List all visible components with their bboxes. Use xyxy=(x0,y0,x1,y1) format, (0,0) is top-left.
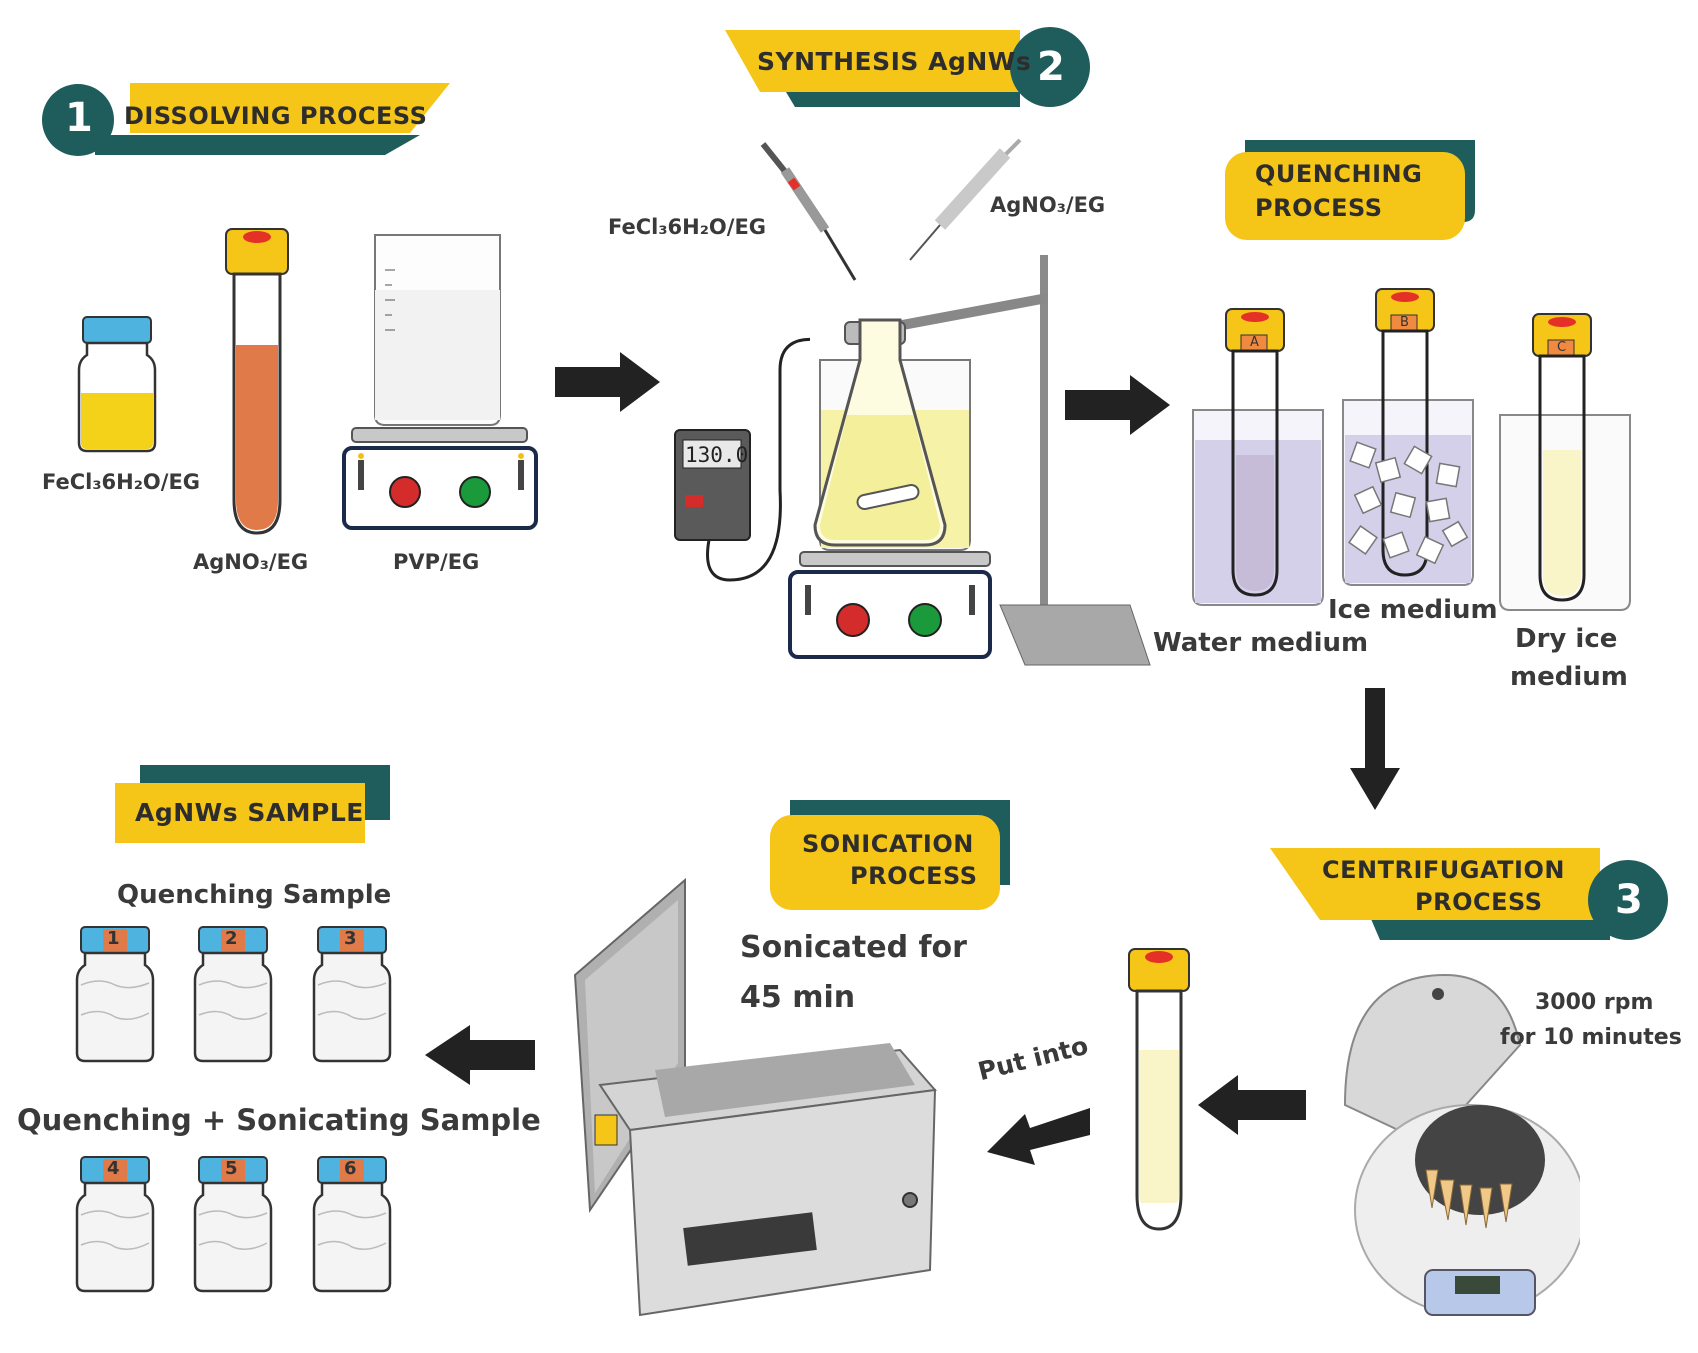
centrifuge-speed-2: for 10 minutes xyxy=(1500,1025,1682,1050)
arrow-centrifuge-to-tube xyxy=(1198,1075,1306,1135)
water-medium-label: Water medium xyxy=(1153,628,1369,658)
quenching-sample-label: Quenching Sample xyxy=(117,880,392,910)
arrow-tube-to-sonicator xyxy=(987,1108,1090,1165)
sonication-banner xyxy=(770,800,1010,910)
pvp-hotplate xyxy=(342,234,538,530)
centrifuged-tube xyxy=(1128,948,1190,1231)
sample-title: AgNWs SAMPLE xyxy=(135,798,364,827)
vial-1-number: 1 xyxy=(107,928,120,949)
vial-2-number: 2 xyxy=(225,928,238,949)
arrow-2-to-quench xyxy=(1065,375,1170,435)
step3-banner xyxy=(1270,848,1668,940)
agno-label: AgNO₃/EG xyxy=(193,550,309,574)
dry-ice-label-1: Dry ice xyxy=(1515,624,1618,654)
sample-vial-5 xyxy=(193,1156,273,1293)
step1-number: 1 xyxy=(65,95,94,141)
tube-b-label: B xyxy=(1400,315,1409,330)
thermometer-device xyxy=(674,337,810,582)
synthesis-setup xyxy=(788,255,1151,666)
step2-number: 2 xyxy=(1037,44,1066,90)
syringe-icon xyxy=(909,138,1022,261)
quenching-title-1: QUENCHING xyxy=(1255,160,1423,188)
quenching-banner xyxy=(1225,140,1475,240)
put-into-label: Put into xyxy=(975,1030,1091,1087)
vial-5-number: 5 xyxy=(225,1158,238,1179)
sonication-title-2: PROCESS xyxy=(850,862,978,890)
sample-banner xyxy=(115,765,390,843)
step1-banner xyxy=(42,83,450,156)
sonicated-time-2: 45 min xyxy=(740,980,856,1015)
arrow-sonicator-to-samples xyxy=(425,1025,535,1085)
fecl-vial xyxy=(77,316,157,453)
centrifuge-speed-1: 3000 rpm xyxy=(1535,990,1654,1015)
dry-ice-label-2: medium xyxy=(1510,662,1628,692)
quench-water-beaker xyxy=(1192,308,1324,606)
vial-3-number: 3 xyxy=(344,928,357,949)
sonicated-time-1: Sonicated for xyxy=(740,930,967,965)
sample-vial-1 xyxy=(75,926,155,1063)
vial-6-number: 6 xyxy=(344,1158,357,1179)
synthesis-agno-label: AgNO₃/EG xyxy=(990,193,1106,217)
sonicating-sample-label: Quenching + Sonicating Sample xyxy=(17,1103,541,1137)
step3-title-1: CENTRIFUGATION xyxy=(1322,856,1565,884)
step2-banner xyxy=(725,27,1090,107)
arrow-1-to-2 xyxy=(555,352,660,412)
tube-a-label: A xyxy=(1250,335,1259,350)
step3-title-2: PROCESS xyxy=(1415,888,1543,916)
quench-dryice-beaker xyxy=(1499,313,1631,611)
centrifuge-device xyxy=(1343,973,1580,1316)
fecl-label: FeCl₃6H₂O/EG xyxy=(42,470,201,494)
step1-title: DISSOLVING PROCESS xyxy=(124,102,428,130)
sample-vial-2 xyxy=(193,926,273,1063)
pvp-label: PVP/EG xyxy=(393,550,480,574)
vial-4-number: 4 xyxy=(107,1158,120,1179)
synthesis-fecl-label: FeCl₃6H₂O/EG xyxy=(608,215,767,239)
ultrasonic-bath xyxy=(573,877,937,1317)
tube-c-label: C xyxy=(1557,340,1567,355)
step3-number: 3 xyxy=(1615,877,1644,923)
arrow-quench-to-centrifuge xyxy=(1350,688,1400,810)
pipette-icon xyxy=(760,142,857,281)
sample-vial-3 xyxy=(312,926,392,1063)
quench-ice-beaker xyxy=(1342,288,1474,586)
thermometer-display: 130.0 xyxy=(685,443,749,467)
sample-vial-4 xyxy=(75,1156,155,1293)
sample-vial-6 xyxy=(312,1156,392,1293)
agno-tube xyxy=(225,228,289,535)
quenching-title-2: PROCESS xyxy=(1255,194,1383,222)
sonication-title-1: SONICATION xyxy=(802,830,974,858)
step2-title: SYNTHESIS AgNWs xyxy=(757,47,1032,76)
ice-medium-label: Ice medium xyxy=(1328,595,1498,625)
